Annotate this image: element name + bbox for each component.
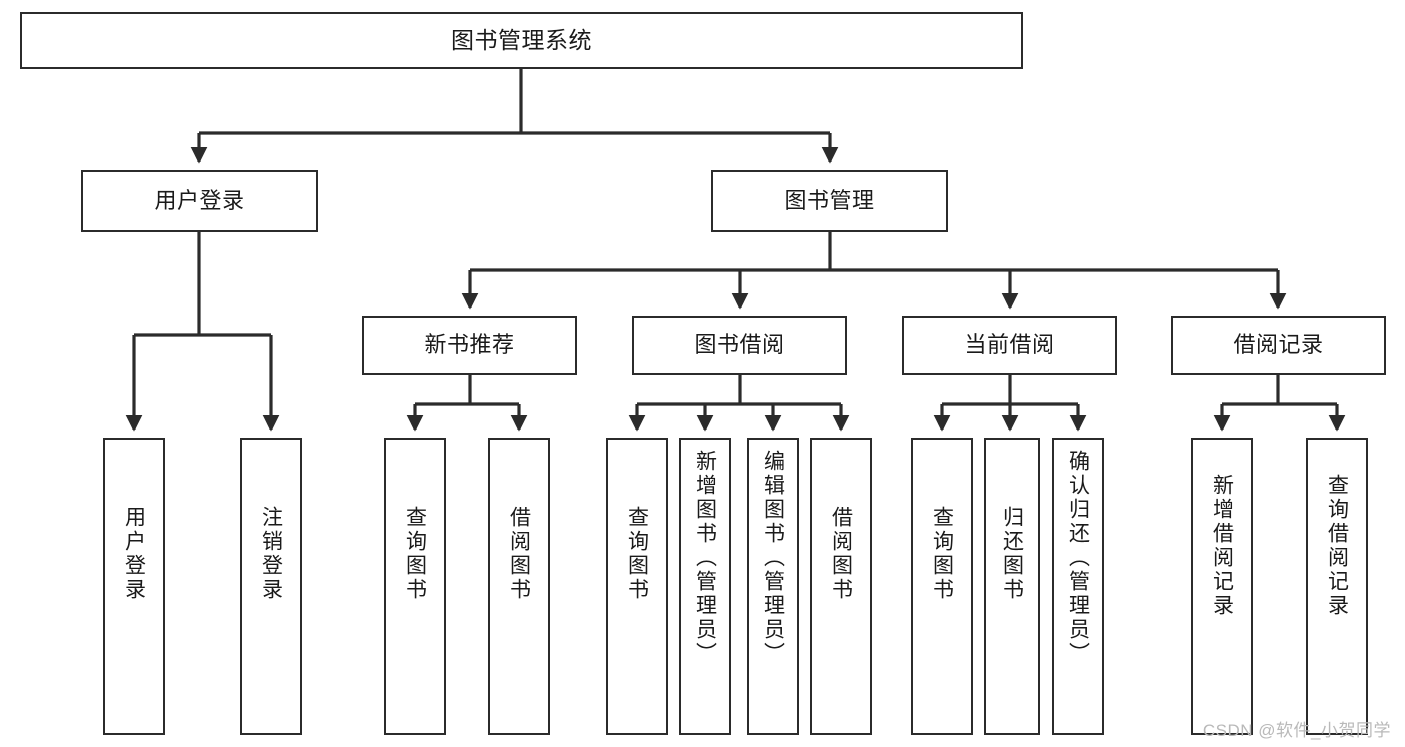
leaf-edit-book-admin[interactable]: 编辑图书（管理员） bbox=[747, 438, 799, 735]
node-label: 借阅图书 bbox=[829, 506, 853, 602]
node-label: 图书借阅 bbox=[694, 332, 785, 358]
leaf-query-book-current[interactable]: 查询图书 bbox=[911, 438, 973, 735]
node-label: 图书管理 bbox=[784, 187, 875, 213]
node-label: 查询图书 bbox=[403, 506, 427, 602]
leaf-return-book[interactable]: 归还图书 bbox=[984, 438, 1040, 735]
leaf-borrow-book[interactable]: 借阅图书 bbox=[810, 438, 872, 735]
leaf-logout[interactable]: 注销登录 bbox=[240, 438, 302, 735]
leaf-query-book-borrow[interactable]: 查询图书 bbox=[606, 438, 668, 735]
leaf-add-borrow-record[interactable]: 新增借阅记录 bbox=[1191, 438, 1253, 735]
leaf-add-book-admin[interactable]: 新增图书（管理员） bbox=[679, 438, 731, 735]
node-label: 图书管理系统 bbox=[451, 26, 592, 53]
node-label: 编辑图书（管理员） bbox=[761, 450, 785, 666]
node-label: 归还图书 bbox=[1000, 506, 1024, 602]
node-new-book-recommend[interactable]: 新书推荐 bbox=[362, 316, 577, 375]
node-label: 新增图书（管理员） bbox=[693, 450, 717, 666]
node-label: 用户登录 bbox=[154, 187, 245, 213]
node-label: 查询借阅记录 bbox=[1325, 474, 1349, 618]
node-current-borrow[interactable]: 当前借阅 bbox=[902, 316, 1117, 375]
node-label: 当前借阅 bbox=[964, 332, 1055, 358]
node-label: 确认归还（管理员） bbox=[1066, 450, 1090, 666]
node-label: 查询图书 bbox=[930, 506, 954, 602]
node-label: 借阅记录 bbox=[1233, 332, 1324, 358]
node-root-book-management-system[interactable]: 图书管理系统 bbox=[20, 12, 1023, 69]
node-book-management[interactable]: 图书管理 bbox=[711, 170, 948, 232]
node-label: 借阅图书 bbox=[507, 506, 531, 602]
node-book-borrow[interactable]: 图书借阅 bbox=[632, 316, 847, 375]
leaf-confirm-return-admin[interactable]: 确认归还（管理员） bbox=[1052, 438, 1104, 735]
node-label: 新增借阅记录 bbox=[1210, 474, 1234, 618]
node-label: 用户登录 bbox=[122, 506, 146, 602]
node-label: 新书推荐 bbox=[424, 332, 515, 358]
leaf-query-book-new[interactable]: 查询图书 bbox=[384, 438, 446, 735]
leaf-user-login[interactable]: 用户登录 bbox=[103, 438, 165, 735]
leaf-borrow-book-new[interactable]: 借阅图书 bbox=[488, 438, 550, 735]
node-label: 查询图书 bbox=[625, 506, 649, 602]
node-user-login[interactable]: 用户登录 bbox=[81, 170, 318, 232]
node-borrow-records[interactable]: 借阅记录 bbox=[1171, 316, 1386, 375]
node-label: 注销登录 bbox=[259, 506, 283, 602]
leaf-query-borrow-record[interactable]: 查询借阅记录 bbox=[1306, 438, 1368, 735]
watermark: CSDN @软件_小贺同学 bbox=[1202, 721, 1391, 740]
